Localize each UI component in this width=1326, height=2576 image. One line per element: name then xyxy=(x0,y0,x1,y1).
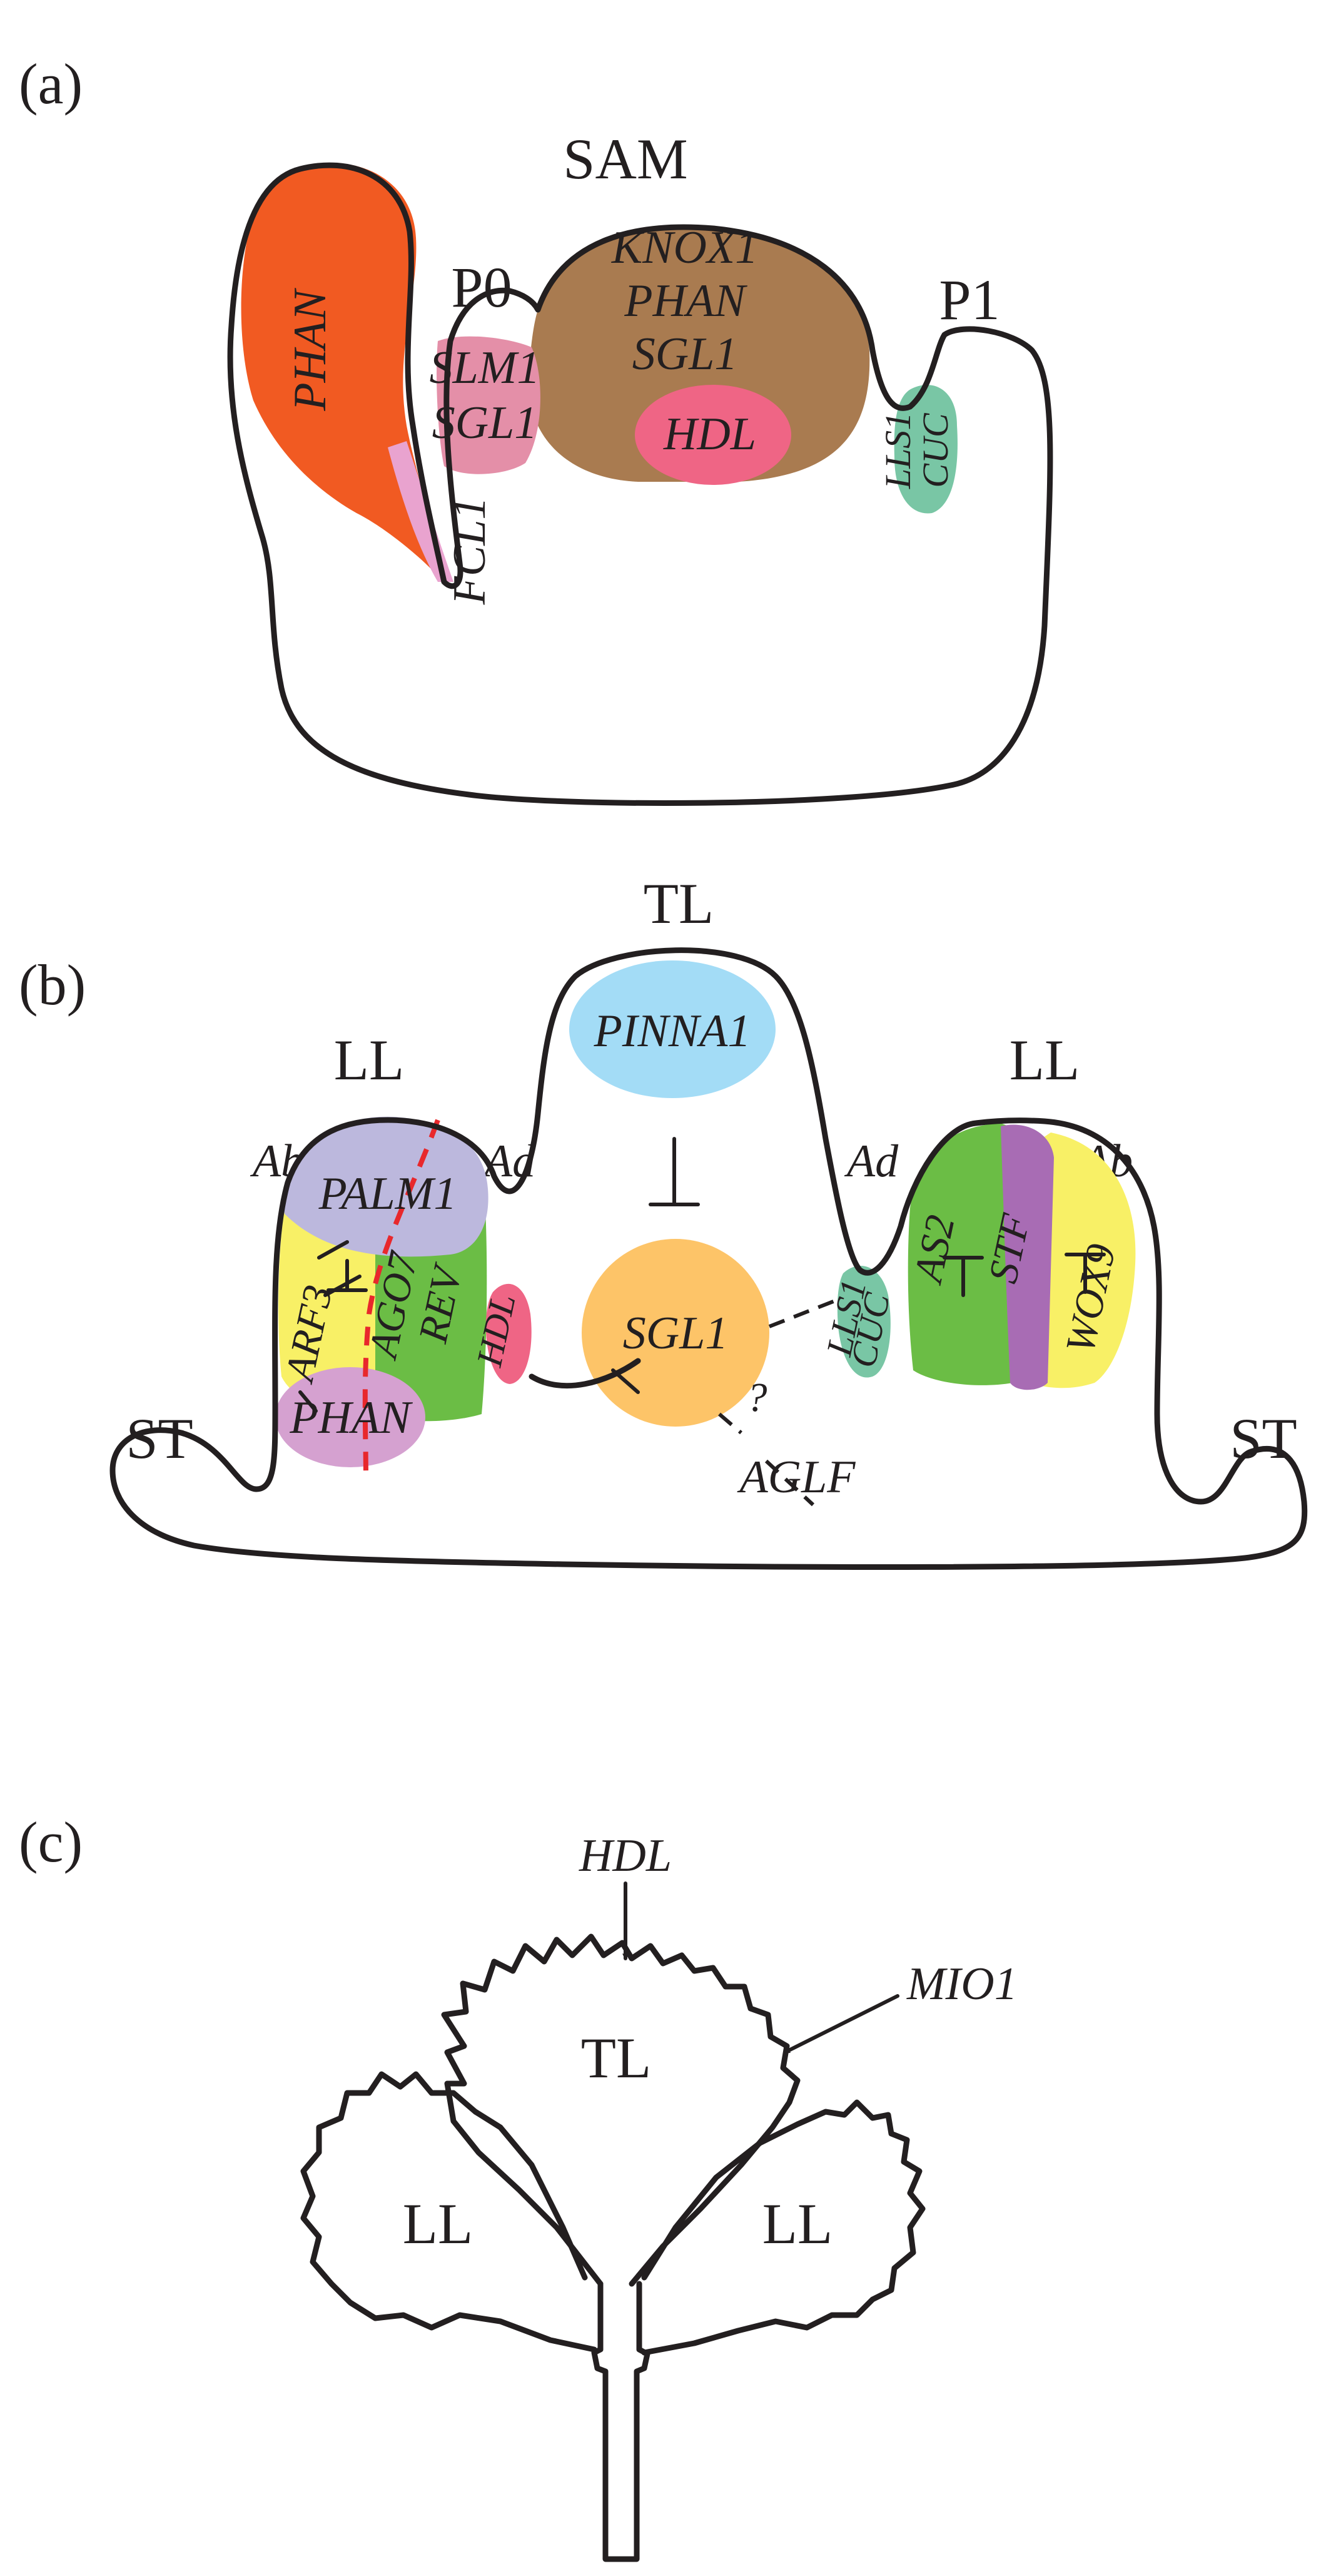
adaxial-abaxial-boundary-left xyxy=(362,1119,440,1477)
phan-sam-label: PHAN xyxy=(624,275,747,327)
ll-left-label-c: LL xyxy=(403,2192,473,2256)
mio1-arrow xyxy=(783,1994,899,2054)
phan-domain-b xyxy=(275,1367,425,1467)
fcl1-label: FCL1 xyxy=(444,497,495,606)
phan-label-a: PHAN xyxy=(285,288,336,412)
p1-label: P1 xyxy=(939,268,1000,332)
lls1-domain-b xyxy=(837,1265,891,1378)
right-leaflet-outline xyxy=(641,2099,926,2356)
pinna1-label: PINNA1 xyxy=(594,1005,751,1057)
wox9-domain xyxy=(1041,1133,1136,1388)
shoot-apex-outline xyxy=(227,162,1053,807)
phan-domain-a xyxy=(241,163,433,569)
slm1-label: SLM1 xyxy=(430,342,540,394)
st-left-label: ST xyxy=(126,1407,193,1470)
sgl1-aglf-edge-2 xyxy=(764,1459,815,1507)
ll-left-label-b: LL xyxy=(334,1028,404,1092)
sgl1-aglf-edge-1 xyxy=(718,1412,742,1435)
hdl-sgl1-bar xyxy=(611,1368,640,1394)
sam-label: SAM xyxy=(563,127,687,191)
panel-a-label: (a) xyxy=(19,52,83,116)
phan-label-b: PHAN xyxy=(289,1392,413,1443)
panel-b-label: (b) xyxy=(19,953,86,1017)
palm1-domain xyxy=(283,1116,488,1257)
compound-leaf-primordium-outline xyxy=(109,947,1308,1570)
slm1-domain xyxy=(437,336,540,474)
hdl-domain-a xyxy=(635,385,791,485)
tl-label-c: TL xyxy=(581,2026,651,2090)
terminal-leaflet-outline xyxy=(441,1933,801,2287)
sgl1-p0-label: SGL1 xyxy=(432,397,538,449)
panel-c-label: (c) xyxy=(19,1810,83,1874)
as2-domain xyxy=(908,1123,1018,1385)
lls1-label-a: LLS1 xyxy=(878,412,918,490)
unknown-link-mark: ? xyxy=(747,1375,767,1420)
sgl1-connector xyxy=(529,1358,641,1389)
p0-label: P0 xyxy=(451,255,512,319)
stf-domain xyxy=(1001,1124,1054,1390)
palm1-label: PALM1 xyxy=(318,1168,457,1219)
palm1-arf3-edge-1 xyxy=(317,1240,349,1260)
sgl1-domain xyxy=(582,1239,769,1427)
pinna1-domain xyxy=(569,960,776,1098)
tl-label-b: TL xyxy=(644,872,714,935)
ll-right-label-c: LL xyxy=(762,2192,833,2256)
panel-c: (c) HDL MIO1 TL LL LL xyxy=(19,1810,1018,2562)
ad-right-label: Ad xyxy=(844,1136,899,1187)
sgl1-sam-label: SGL1 xyxy=(632,328,738,380)
petiole-outline xyxy=(591,2281,650,2562)
panel-b: (b) TL LL LL ST ST Ab Ad Ad Ab xyxy=(19,872,1308,1570)
mio1-label: MIO1 xyxy=(906,1958,1018,2010)
cuc-label-a: CUC xyxy=(915,412,956,488)
hdl-label-c: HDL xyxy=(579,1830,672,1881)
knox1-label: KNOX1 xyxy=(611,222,758,273)
ll-right-label-b: LL xyxy=(1010,1028,1080,1092)
hdl-domain-b xyxy=(485,1283,532,1384)
sgl1-lls1-edge xyxy=(768,1296,843,1328)
left-leaflet-outline xyxy=(300,2071,597,2353)
hdl-label-a: HDL xyxy=(663,409,756,460)
sgl1-label: SGL1 xyxy=(623,1308,729,1359)
panel-a: (a) SAM P0 P1 PHAN KNOX1 PHAN SGL1 HDL S… xyxy=(19,52,1053,807)
lls1-domain-a xyxy=(894,385,958,514)
aglf-label: AGLF xyxy=(737,1452,856,1503)
phan-arf3-edge xyxy=(298,1390,318,1413)
